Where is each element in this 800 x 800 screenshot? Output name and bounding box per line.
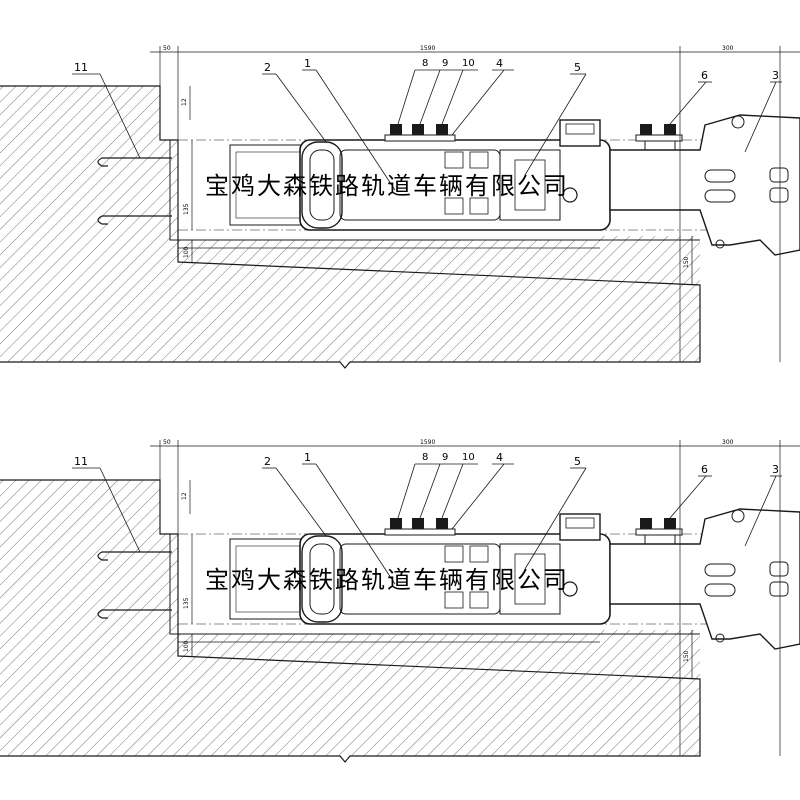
part-label-2: 2 (264, 61, 271, 74)
dim-right-extension: 300 (722, 439, 734, 446)
spring-block (469, 545, 489, 563)
part-label-10: 10 (462, 58, 475, 69)
part-label-5: 5 (574, 61, 581, 74)
coupler-slot (704, 563, 736, 577)
part-label-3: 3 (772, 463, 779, 476)
pin-hole (562, 581, 578, 597)
dim-buffer-height: 135 (183, 597, 190, 609)
part-label-4: 4 (496, 57, 503, 70)
spring-block (444, 151, 464, 169)
bolt-plate (384, 528, 456, 536)
part-label-6: 6 (701, 463, 708, 476)
drawing-view-top: 50 1590 300 12 135 100 150 11 2 1 8 9 10… (0, 45, 800, 369)
part-label-11: 11 (74, 61, 88, 74)
bolt-plate (384, 134, 456, 142)
dim-top-gap: 12 (181, 492, 188, 500)
dimension-lines (150, 46, 800, 362)
part-label-3: 3 (772, 69, 779, 82)
dim-drop-height: 150 (683, 650, 690, 662)
coupler-hole (715, 633, 725, 643)
pin-hole (562, 187, 578, 203)
dim-overall-length: 1590 (420, 45, 435, 52)
spring-block (469, 197, 489, 215)
top-lug-slot (565, 517, 595, 529)
part-label-2: 2 (264, 455, 271, 468)
dim-left-offset: 50 (163, 439, 171, 446)
part-label-11: 11 (74, 455, 88, 468)
coupler-slot (769, 167, 789, 183)
follower-plate (499, 543, 561, 615)
yoke-slot (309, 149, 335, 221)
spring-block (444, 545, 464, 563)
coupler-slot (704, 583, 736, 597)
coupler-body (609, 114, 800, 256)
part-label-9: 9 (442, 452, 448, 463)
spring-block (469, 591, 489, 609)
yoke-slot (309, 543, 335, 615)
concrete-hatching (0, 480, 700, 762)
coupler-slot (769, 581, 789, 597)
dim-top-gap: 12 (181, 98, 188, 106)
company-watermark: 宝鸡大森铁路轨道车辆有限公司 (205, 566, 569, 594)
bolt-group-6 (635, 124, 683, 156)
bolt-plate (635, 528, 683, 536)
dim-base-height: 100 (183, 640, 190, 652)
bolt-group-8-9-10 (384, 518, 456, 536)
coupler-body (609, 508, 800, 650)
spring-block (444, 591, 464, 609)
part-label-6: 6 (701, 69, 708, 82)
bolt-group-8-9-10 (384, 124, 456, 142)
end-plate (169, 533, 179, 635)
end-plate (169, 139, 179, 241)
part-label-8: 8 (422, 452, 428, 463)
drawing-view-bottom: 50 1590 300 12 135 100 150 11 2 1 8 9 10… (0, 439, 800, 763)
bolt-group-6 (635, 518, 683, 550)
draft-gear-yoke (301, 141, 343, 229)
coupler-slot (704, 189, 736, 203)
anchor-hook-upper (97, 157, 172, 167)
concrete-outline (0, 479, 701, 763)
dim-base-height: 100 (183, 246, 190, 258)
anchor-hook-lower (97, 215, 172, 225)
part-label-5: 5 (574, 455, 581, 468)
bolt-plate (635, 134, 683, 142)
draft-gear-yoke (301, 535, 343, 623)
coupler-eye (731, 115, 745, 129)
part-label-8: 8 (422, 58, 428, 69)
part-label-1: 1 (304, 57, 311, 70)
coupler-slot (704, 169, 736, 183)
follower-inner (514, 159, 546, 211)
coupler-hole (715, 239, 725, 249)
part-label-10: 10 (462, 452, 475, 463)
company-watermark: 宝鸡大森铁路轨道车辆有限公司 (205, 172, 569, 200)
concrete-outline (0, 85, 701, 369)
coupler-slot (769, 561, 789, 577)
follower-inner (514, 553, 546, 605)
dim-drop-height: 150 (683, 256, 690, 268)
dimension-lines (150, 440, 800, 756)
part-label-4: 4 (496, 451, 503, 464)
dim-right-extension: 300 (722, 45, 734, 52)
leader-lines (72, 463, 782, 585)
dim-left-offset: 50 (163, 45, 171, 52)
leader-lines (72, 69, 782, 191)
concrete-hatching (0, 86, 700, 368)
anchor-hook-upper (97, 551, 172, 561)
dim-overall-length: 1590 (420, 439, 435, 446)
coupler-eye (731, 509, 745, 523)
part-label-9: 9 (442, 58, 448, 69)
follower-plate (499, 149, 561, 221)
top-lug-slot (565, 123, 595, 135)
spring-block (444, 197, 464, 215)
part-label-1: 1 (304, 451, 311, 464)
coupler-slot (769, 187, 789, 203)
anchor-hook-lower (97, 609, 172, 619)
spring-block (469, 151, 489, 169)
dim-buffer-height: 135 (183, 203, 190, 215)
